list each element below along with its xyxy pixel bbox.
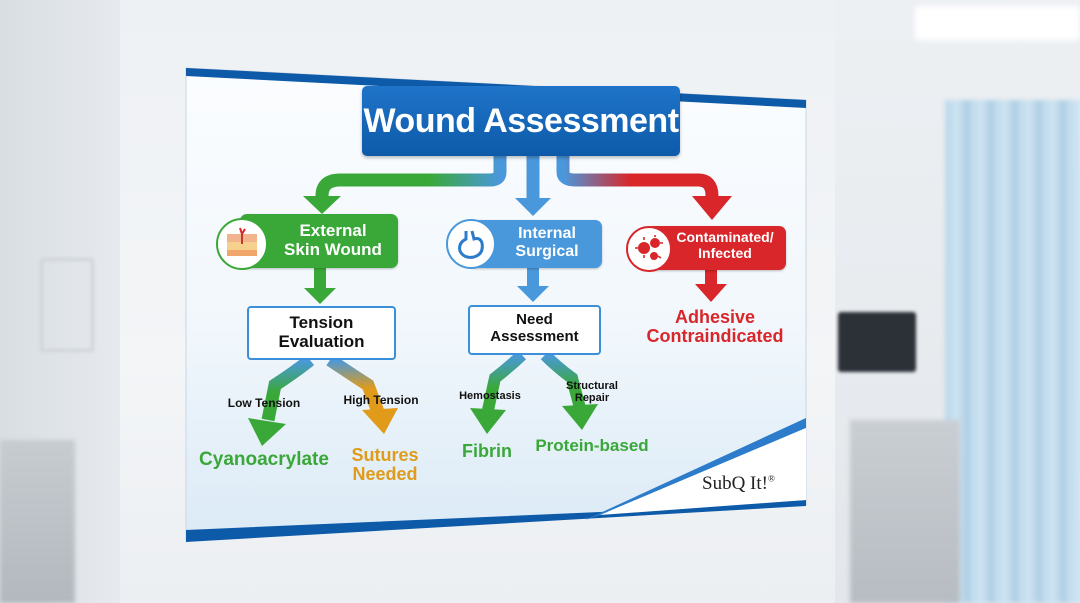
brand-registered-mark: ®	[767, 473, 775, 484]
category-external-line2: Skin Wound	[284, 240, 382, 260]
category-contaminated-box: Contaminated/ Infected	[646, 226, 786, 270]
tension-evaluation-label: Tension Evaluation	[249, 313, 394, 351]
need-assessment-label: Need Assessment	[470, 311, 599, 346]
outcome-sutures-needed: Sutures Needed	[345, 445, 425, 485]
skin-layers-icon	[216, 218, 268, 270]
outcome-protein-based: Protein-based	[535, 436, 649, 455]
background-wall-frame	[40, 258, 94, 352]
label-structural-line1: Structural	[566, 380, 618, 392]
need-assessment-line2: Assessment	[490, 327, 579, 345]
brand-logo: SubQ It!®	[702, 473, 806, 495]
poster-title: Wound Assessment	[363, 102, 679, 140]
category-external-label: External Skin Wound	[268, 221, 398, 259]
tension-evaluation-line1: Tension	[289, 313, 354, 332]
background-shelf	[0, 440, 75, 603]
category-external-line1: External	[299, 221, 367, 240]
outcome-fibrin: Fibrin	[462, 441, 512, 461]
need-assessment-line1: Need	[516, 311, 553, 328]
outcome-sutures-line1: Sutures	[351, 445, 419, 465]
background-curtain	[945, 100, 1080, 603]
outcome-adhesive-contraindicated: Adhesive Contraindicated	[640, 307, 790, 347]
category-internal-label: Internal Surgical	[492, 225, 602, 261]
category-internal-line2: Surgical	[515, 242, 579, 260]
title-banner: Wound Assessment	[362, 86, 680, 156]
category-contaminated-line2: Infected	[698, 244, 752, 261]
bacteria-icon	[626, 226, 672, 272]
background-monitor	[838, 312, 916, 372]
tension-evaluation-line2: Evaluation	[278, 332, 365, 352]
stomach-icon	[446, 219, 496, 269]
background-ceiling-light	[915, 6, 1080, 40]
label-low-tension: Low Tension	[227, 396, 301, 410]
outcome-cyanoacrylate: Cyanoacrylate	[199, 449, 329, 470]
category-internal-line1: Internal	[518, 225, 576, 242]
label-structural-repair: Structural Repair	[556, 380, 628, 405]
label-hemostasis: Hemostasis	[459, 390, 521, 402]
brand-name: SubQ It!	[702, 473, 768, 494]
outcome-adhesive-line2: Contraindicated	[646, 326, 784, 347]
label-high-tension: High Tension	[343, 393, 419, 407]
outcome-sutures-line2: Needed	[352, 464, 418, 485]
need-assessment-box: Need Assessment	[468, 305, 601, 355]
background-medical-cart	[850, 420, 960, 603]
outcome-adhesive-line1: Adhesive	[674, 307, 756, 327]
category-contaminated-label: Contaminated/ Infected	[664, 229, 786, 261]
category-contaminated-line1: Contaminated/	[676, 229, 774, 245]
tension-evaluation-box: Tension Evaluation	[247, 306, 396, 360]
label-structural-line2: Repair	[574, 391, 610, 404]
